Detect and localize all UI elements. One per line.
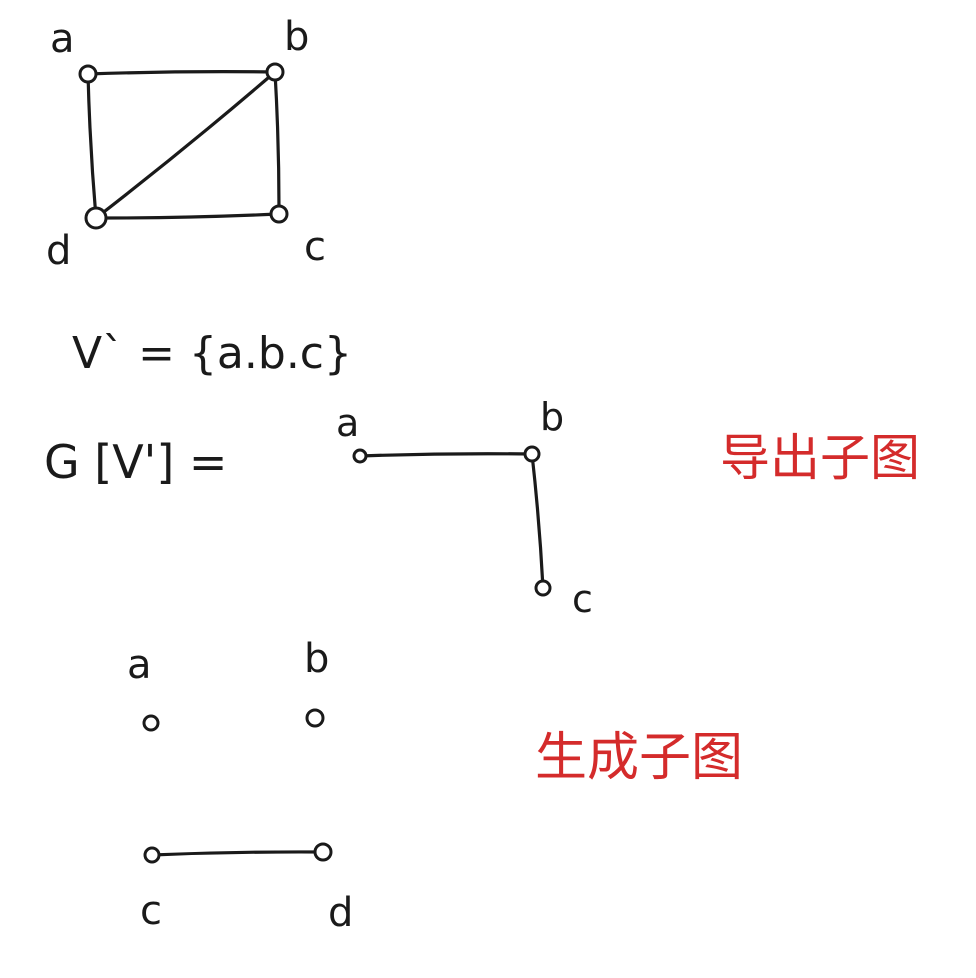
- vertex-label-b: b: [304, 636, 329, 682]
- vertex-a: [142, 714, 160, 732]
- graph-g: a b c d: [46, 14, 326, 274]
- vertex-c: [269, 204, 289, 224]
- vertex-b: [305, 708, 325, 728]
- vertex-d: [313, 842, 333, 862]
- edge-a-b: [86, 70, 277, 76]
- vertex-d: [84, 206, 108, 230]
- spanning-subgraph-caption: 生成子图: [535, 728, 743, 788]
- vertex-label-c: c: [572, 577, 593, 621]
- vertex-a: [352, 448, 368, 464]
- vertex-b: [265, 62, 285, 82]
- vertex-label-c: c: [304, 224, 326, 270]
- edge-c-d: [150, 850, 325, 857]
- vertex-label-c: c: [140, 888, 162, 934]
- edge-d-a: [86, 72, 98, 220]
- edge-b-c: [273, 70, 281, 216]
- vertex-a: [78, 64, 98, 84]
- vertex-label-b: b: [540, 395, 564, 439]
- vertex-label-d: d: [46, 228, 71, 274]
- vertex-label-a: a: [336, 401, 359, 445]
- vertex-b: [523, 445, 541, 463]
- induced-subgraph-notation: G [V'] =: [44, 435, 227, 489]
- induced-subgraph-caption: 导出子图: [720, 429, 920, 487]
- vertex-c: [143, 846, 161, 864]
- vertex-label-a: a: [50, 16, 75, 62]
- edge-b-d: [94, 70, 277, 220]
- vertex-label-d: d: [328, 890, 353, 936]
- induced-subgraph: a b c: [336, 395, 593, 621]
- vertex-c: [534, 579, 552, 597]
- vertex-label-b: b: [284, 14, 309, 60]
- edge-b-c: [530, 452, 545, 590]
- spanning-subgraph: a b c d: [127, 636, 353, 936]
- vertex-label-a: a: [127, 642, 152, 688]
- vertex-set-definition: V` = {a.b.c}: [72, 328, 352, 379]
- edge-c-d: [94, 212, 281, 220]
- edge-a-b: [358, 452, 534, 458]
